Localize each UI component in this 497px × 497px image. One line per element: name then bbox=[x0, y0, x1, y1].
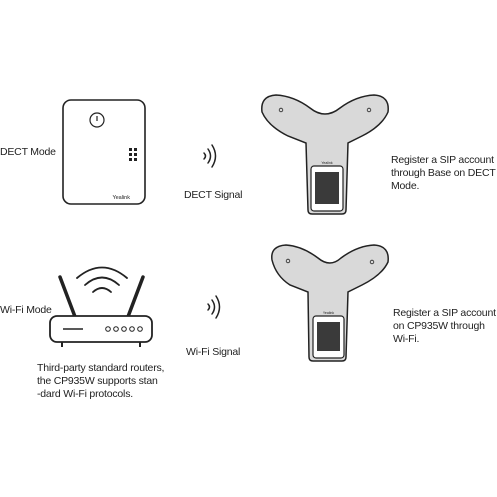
status-led-icon bbox=[129, 148, 137, 161]
wifi-icon bbox=[76, 266, 128, 293]
phone-brand-logo: Yealink bbox=[321, 161, 332, 165]
router-note: Third-party standard routers, the CP935W… bbox=[37, 362, 165, 400]
wifi-description: Register a SIP account on CP935W through… bbox=[393, 307, 496, 345]
wifi-mode-label: Wi-Fi Mode bbox=[0, 304, 52, 316]
dect-signal-label: DECT Signal bbox=[184, 189, 243, 201]
dect-signal-icon bbox=[203, 144, 217, 168]
router bbox=[49, 266, 153, 347]
wifi-signal-icon bbox=[207, 295, 221, 319]
router-led-icon bbox=[105, 326, 143, 332]
dect-mode-label: DECT Mode bbox=[0, 146, 56, 158]
dect-description: Register a SIP account through Base on D… bbox=[391, 154, 496, 192]
router-antennas bbox=[58, 275, 145, 324]
phone-screen bbox=[315, 172, 339, 204]
phone-brand-logo: Yealink bbox=[323, 311, 334, 315]
conference-phone-wifi: Yealink bbox=[271, 244, 389, 362]
conference-phone-dect: Yealink bbox=[261, 94, 389, 215]
dect-base-station: Yealink bbox=[62, 99, 146, 205]
power-icon bbox=[89, 112, 105, 128]
phone-screen bbox=[317, 322, 340, 351]
base-brand-logo: Yealink bbox=[112, 195, 130, 201]
wifi-signal-label: Wi-Fi Signal bbox=[186, 346, 241, 358]
router-body bbox=[49, 315, 153, 343]
